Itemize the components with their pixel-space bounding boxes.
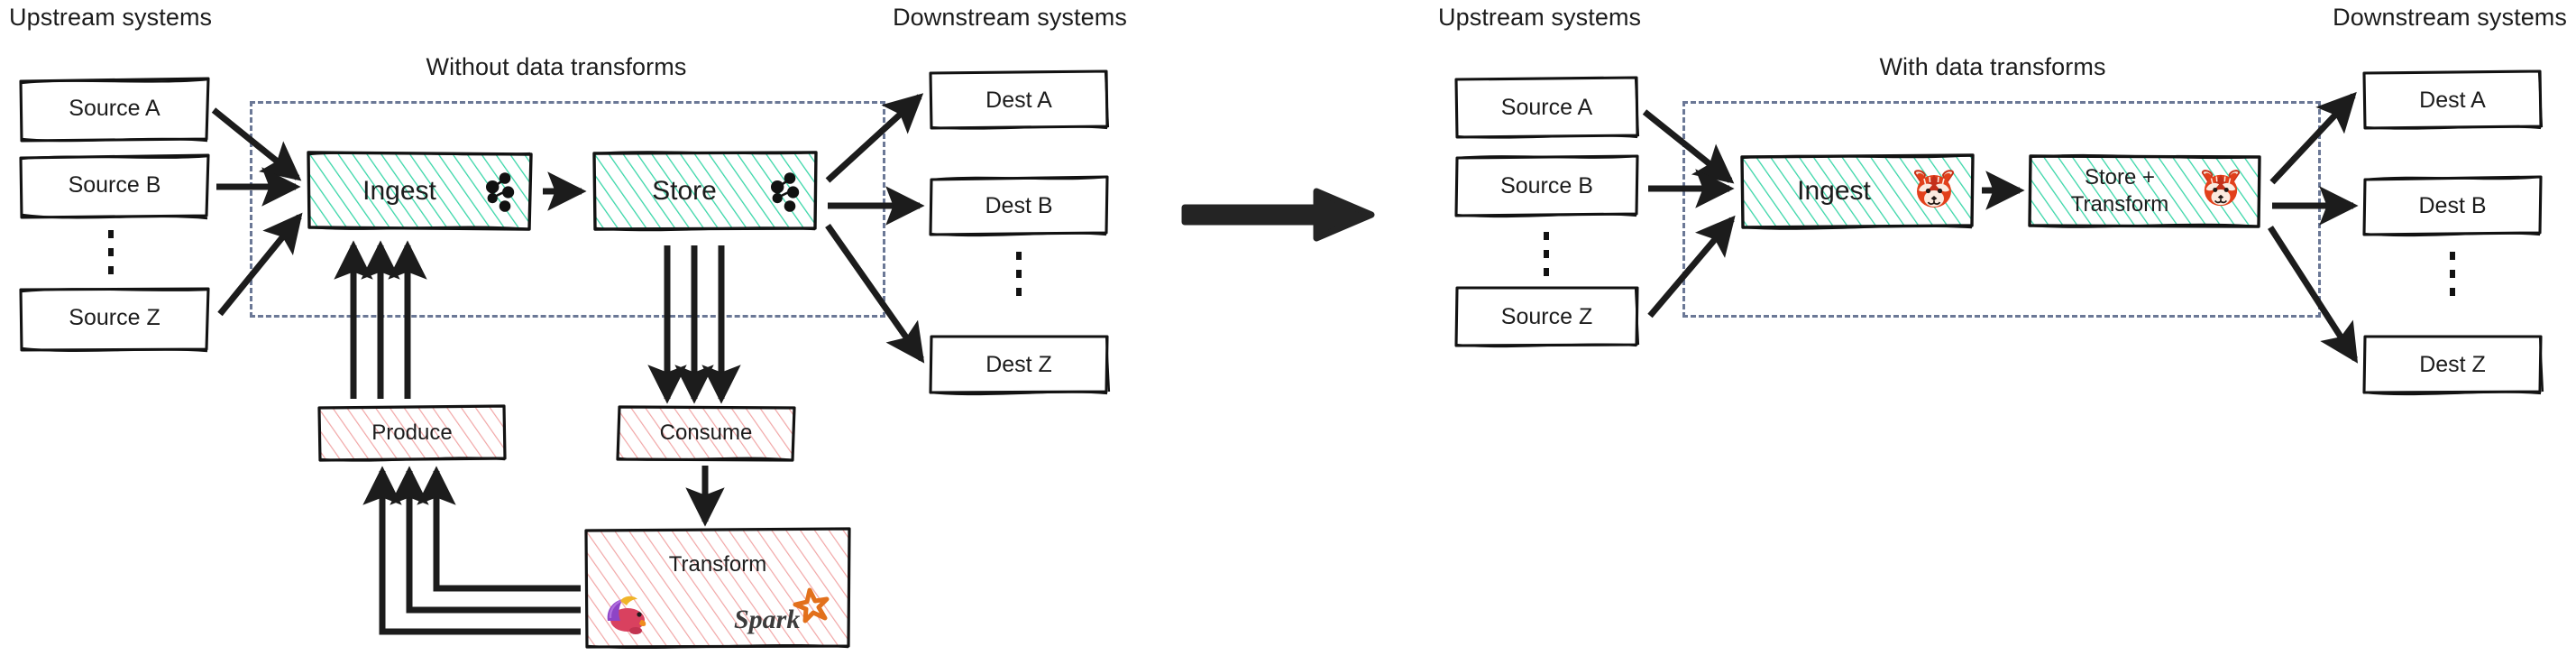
sketch-border: [929, 175, 1109, 237]
right-source-box-z[interactable]: Source Z: [1454, 286, 1640, 348]
sketch-border: [19, 153, 210, 220]
right-source-box-a[interactable]: Source A: [1454, 76, 1640, 139]
svg-text:Spark: Spark: [734, 605, 800, 634]
right-pipeline-box-ingest[interactable]: Ingest: [1740, 153, 1975, 230]
right-dest-box-a[interactable]: Dest A: [2362, 69, 2544, 130]
left-downstream-caption: Downstream systems: [893, 4, 1127, 31]
sketch-border: [2362, 335, 2544, 396]
right-source-ellipsis-icon: [1544, 232, 1549, 277]
right-pipeline-label-store-transform: Store + Transform: [2070, 165, 2169, 217]
left-pipeline-label-store: Store: [652, 175, 717, 206]
right-dest-label-a: Dest A: [2419, 87, 2486, 113]
left-panel-title: Without data transforms: [426, 53, 687, 80]
left-dest-ellipsis-icon: [1016, 252, 1022, 300]
right-pipeline-label-ingest: Ingest: [1797, 175, 1871, 206]
left-consume-label: Consume: [659, 420, 753, 446]
sketch-border: [592, 151, 818, 232]
left-produce-label: Produce: [371, 420, 453, 446]
flink-squirrel-icon: [607, 596, 646, 634]
right-pipeline-box-store-transform[interactable]: Store + Transform: [2028, 153, 2262, 229]
left-source-label-b: Source B: [68, 171, 161, 198]
right-dest-box-b[interactable]: Dest B: [2362, 175, 2543, 237]
right-dest-label-z: Dest Z: [2419, 351, 2486, 377]
arrow-left-transform-to-produce-2: [390, 466, 581, 614]
left-dest-box-z[interactable]: Dest Z: [929, 335, 1111, 396]
sketch-border: [1454, 154, 1639, 218]
right-dest-label-b: Dest B: [2418, 192, 2487, 218]
sketch-border: [616, 405, 796, 462]
left-dest-box-b[interactable]: Dest B: [929, 175, 1109, 237]
arrow-left-transform-to-produce-3: [417, 466, 581, 592]
left-source-ellipsis-icon: [108, 230, 114, 275]
sketch-border: [929, 69, 1110, 130]
right-panel-title: With data transforms: [1879, 53, 2106, 80]
kafka-icon: [486, 172, 515, 212]
left-transform-box[interactable]: Transform Spark: [584, 527, 851, 650]
arrow-left-transform-to-produce-1: [362, 466, 581, 635]
sketch-border: [317, 404, 507, 462]
left-pipeline-label-ingest: Ingest: [362, 175, 436, 206]
right-source-label-a: Source A: [1500, 94, 1593, 120]
left-source-label-z: Source Z: [69, 304, 160, 330]
right-upstream-caption: Upstream systems: [1438, 4, 1642, 31]
sketch-border: [1454, 286, 1640, 348]
right-source-label-b: Source B: [1500, 172, 1593, 199]
right-arrow-icon: [1181, 188, 1375, 242]
kafka-icon: [771, 172, 800, 212]
right-dest-box-z[interactable]: Dest Z: [2362, 335, 2544, 396]
left-dest-label-b: Dest B: [985, 192, 1053, 218]
redpanda-icon: [2201, 170, 2241, 207]
redpanda-icon: [1913, 170, 1955, 208]
left-pipeline-box-ingest[interactable]: Ingest: [307, 150, 533, 233]
sketch-border: [929, 335, 1111, 396]
sketch-border: [2362, 175, 2543, 237]
left-dest-label-z: Dest Z: [985, 351, 1052, 377]
sketch-border: [19, 77, 210, 143]
right-downstream-caption: Downstream systems: [2333, 4, 2567, 31]
right-source-label-z: Source Z: [1500, 303, 1593, 329]
right-source-box-b[interactable]: Source B: [1454, 154, 1639, 218]
left-produce-box[interactable]: Produce: [317, 404, 507, 462]
spark-icon: Spark: [734, 587, 830, 634]
sketch-border: [19, 287, 210, 353]
left-dest-label-a: Dest A: [985, 87, 1052, 113]
left-source-label-a: Source A: [69, 95, 160, 121]
left-platform-boundary: [250, 101, 885, 318]
left-transform-label: Transform: [668, 552, 767, 577]
sketch-border: [2362, 69, 2544, 130]
left-upstream-caption: Upstream systems: [9, 4, 213, 31]
sketch-border: [307, 151, 533, 231]
left-source-box-z[interactable]: Source Z: [19, 285, 210, 353]
left-pipeline-box-store[interactable]: Store: [592, 150, 818, 233]
sketch-border: [1454, 76, 1640, 139]
sketch-border: [584, 527, 851, 650]
left-source-box-a[interactable]: Source A: [19, 76, 210, 143]
left-consume-box[interactable]: Consume: [616, 405, 796, 462]
left-source-box-b[interactable]: Source B: [19, 152, 210, 220]
right-dest-ellipsis-icon: [2450, 252, 2455, 300]
left-dest-box-a[interactable]: Dest A: [929, 69, 1110, 130]
